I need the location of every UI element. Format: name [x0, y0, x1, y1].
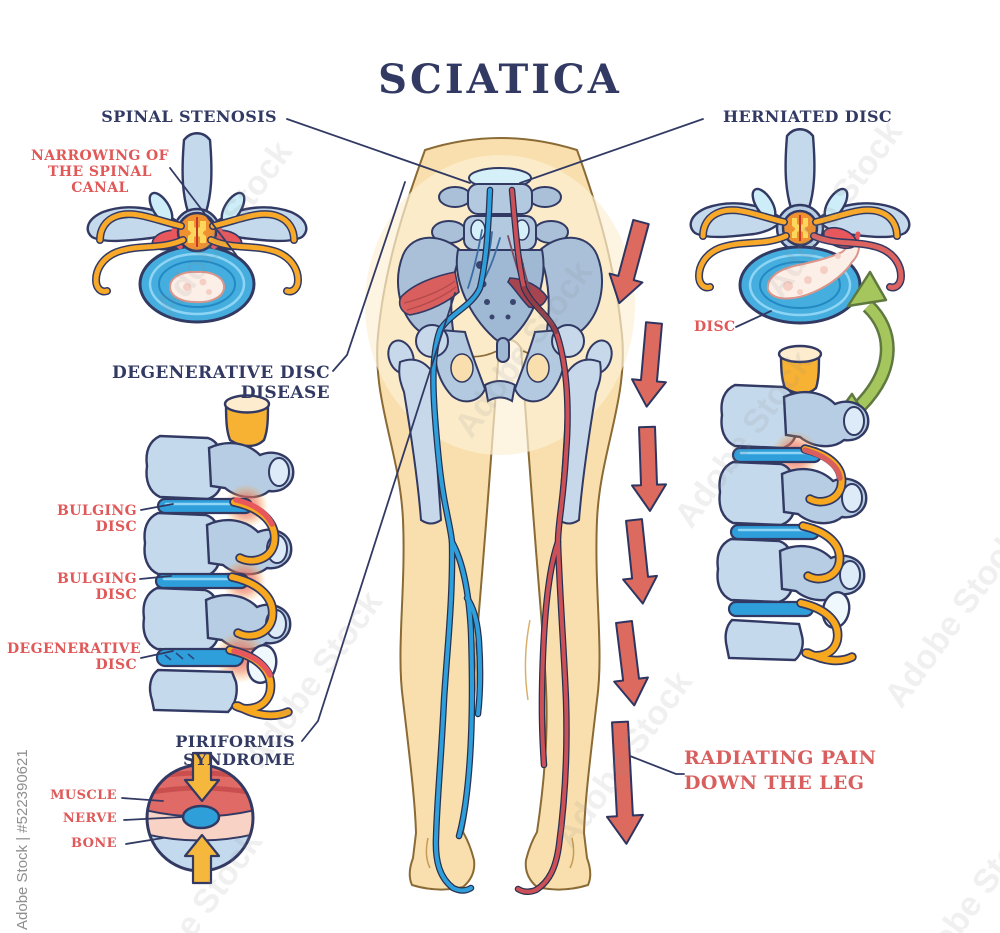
label-narrowing-spinal-canal: NARROWING OF THE SPINAL CANAL [18, 148, 182, 196]
label-narrowing-line2: THE SPINAL CANAL [48, 164, 152, 197]
spine-lateral-right [716, 344, 870, 666]
label-radiating-line1: RADIATING PAIN [684, 747, 877, 769]
label-bulging-disc-1: BULGING DISC [57, 503, 137, 536]
label-radiating-pain: RADIATING PAIN DOWN THE LEG [684, 746, 904, 796]
label-degenerative-disc: DEGENERATIVE DISC [7, 641, 141, 674]
spine-lateral-left [142, 394, 295, 721]
stock-credit-watermark: Adobe Stock | #522390621 [14, 749, 31, 930]
label-degenerative-disc-disease: DEGENERATIVE DISC DISEASE [111, 363, 330, 403]
label-spinal-stenosis: SPINAL STENOSIS [101, 107, 277, 126]
label-narrowing-line1: NARROWING OF [31, 148, 169, 164]
label-degenerative-line1: DEGENERATIVE [7, 641, 141, 657]
vertebra-axial-herniated [689, 128, 911, 325]
label-piriformis-syndrome: PIRIFORMIS SYNDROME [175, 732, 295, 770]
label-disc: DISC [694, 319, 736, 335]
label-nerve: NERVE [62, 811, 117, 826]
sciatic-nerve-right-red [507, 186, 571, 895]
label-degenerative-line2: DISC [95, 657, 137, 674]
label-muscle: MUSCLE [50, 788, 117, 803]
page-title: SCIATICA [378, 56, 622, 103]
sciatic-nerve-left-blue [430, 186, 501, 894]
label-bone: BONE [71, 836, 117, 851]
vertebra-axial-stenosis [86, 132, 308, 324]
connector-lines [121, 118, 772, 845]
label-radiating-line2: DOWN THE LEG [684, 772, 865, 794]
label-herniated-disc: HERNIATED DISC [723, 107, 893, 126]
label-bulging-disc-2: BULGING DISC [57, 571, 137, 604]
